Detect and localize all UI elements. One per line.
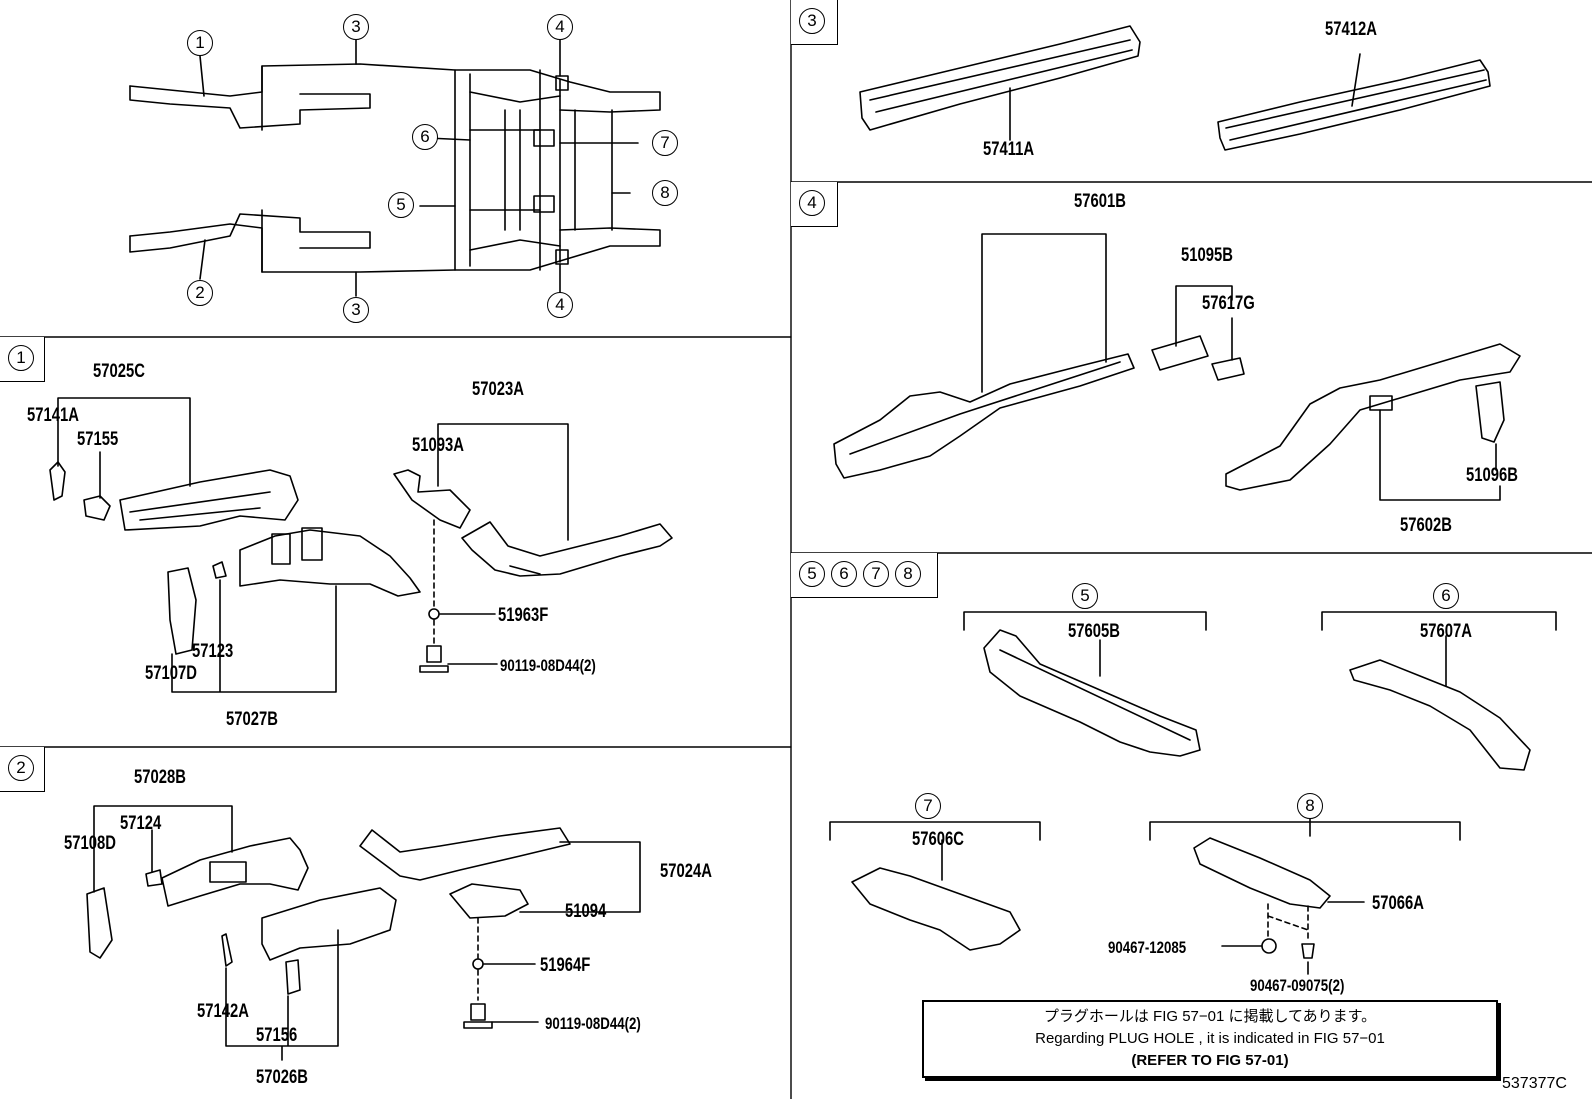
callout-3-bottom: 3: [343, 297, 369, 323]
part-label[interactable]: 57023A: [472, 379, 524, 400]
part-label[interactable]: 90467-12085: [1108, 938, 1187, 957]
part-label[interactable]: 57601B: [1074, 191, 1126, 212]
section-4-tag-number: 4: [799, 190, 825, 216]
part-label[interactable]: 57025C: [93, 361, 145, 382]
part-label[interactable]: 57107D: [145, 663, 197, 684]
note-line-en: Regarding PLUG HOLE , it is indicated in…: [1035, 1030, 1385, 1047]
callout-4-top: 4: [547, 14, 573, 40]
part-label[interactable]: 57123: [192, 641, 234, 662]
callout-7: 7: [652, 130, 678, 156]
callout-1: 1: [187, 30, 213, 56]
section-1-drawing: [49, 397, 673, 693]
part-label[interactable]: 57124: [120, 813, 162, 834]
part-label[interactable]: 57141A: [27, 405, 79, 426]
part-label[interactable]: 57607A: [1420, 621, 1472, 642]
sub-callout-6: 6: [1433, 583, 1459, 609]
part-label[interactable]: 51963F: [498, 605, 549, 626]
figure-id: 537377C: [1502, 1075, 1567, 1092]
part-label[interactable]: 57617G: [1202, 293, 1255, 314]
part-label[interactable]: 57066A: [1372, 893, 1424, 914]
section-3-tag-number: 3: [799, 8, 825, 34]
part-label[interactable]: 57028B: [134, 767, 186, 788]
section-2-tag: 2: [0, 747, 45, 792]
part-label[interactable]: 57155: [77, 429, 119, 450]
part-label[interactable]: 57411A: [983, 139, 1035, 160]
sub-callout-7: 7: [915, 793, 941, 819]
part-label[interactable]: 90119-08D44(2): [545, 1014, 641, 1033]
section-2-tag-number: 2: [8, 755, 34, 781]
section-5678-drawing: [829, 611, 1557, 975]
part-label[interactable]: 51964F: [540, 955, 591, 976]
part-label[interactable]: 57108D: [64, 833, 116, 854]
part-label[interactable]: 51095B: [1181, 245, 1233, 266]
section-5-tag-number: 5: [799, 561, 825, 587]
section-2-drawing: [86, 805, 641, 1061]
part-label[interactable]: 90119-08D44(2): [500, 656, 596, 675]
section-4-drawing: [833, 233, 1521, 501]
callout-3-top: 3: [343, 14, 369, 40]
section-3-drawing: [859, 25, 1491, 151]
section-1-tag: 1: [0, 337, 45, 382]
part-label[interactable]: 51094: [565, 901, 607, 922]
part-label[interactable]: 57027B: [226, 709, 278, 730]
part-label[interactable]: 57606C: [912, 829, 964, 850]
part-label[interactable]: 57024A: [660, 861, 712, 882]
part-label[interactable]: 57412A: [1325, 19, 1377, 40]
section-1-tag-number: 1: [8, 345, 34, 371]
section-7-tag-number: 7: [863, 561, 889, 587]
callout-5: 5: [388, 192, 414, 218]
callout-2: 2: [187, 280, 213, 306]
plug-hole-note: プラグホールは FIG 57−01 に掲載してあります。 Regarding P…: [922, 1000, 1498, 1078]
section-3-tag: 3: [791, 0, 838, 45]
overview-frame-drawing: [129, 37, 661, 297]
callout-4-bottom: 4: [547, 292, 573, 318]
sub-callout-8: 8: [1297, 793, 1323, 819]
part-label[interactable]: 90467-09075(2): [1250, 976, 1345, 995]
part-label[interactable]: 51093A: [412, 435, 464, 456]
part-label[interactable]: 57142A: [197, 1001, 249, 1022]
part-label[interactable]: 51096B: [1466, 465, 1518, 486]
part-label[interactable]: 57156: [256, 1025, 298, 1046]
section-6-tag-number: 6: [831, 561, 857, 587]
callout-6: 6: [412, 124, 438, 150]
section-5678-tag: 5 6 7 8: [791, 553, 938, 598]
part-label[interactable]: 57602B: [1400, 515, 1452, 536]
part-label[interactable]: 57026B: [256, 1067, 308, 1088]
section-8-tag-number: 8: [895, 561, 921, 587]
part-label[interactable]: 57605B: [1068, 621, 1120, 642]
note-line-refer: (REFER TO FIG 57-01): [1131, 1052, 1289, 1069]
note-line-jp: プラグホールは FIG 57−01 に掲載してあります。: [1043, 1008, 1377, 1025]
section-4-tag: 4: [791, 182, 838, 227]
sub-callout-5: 5: [1072, 583, 1098, 609]
callout-8: 8: [652, 180, 678, 206]
